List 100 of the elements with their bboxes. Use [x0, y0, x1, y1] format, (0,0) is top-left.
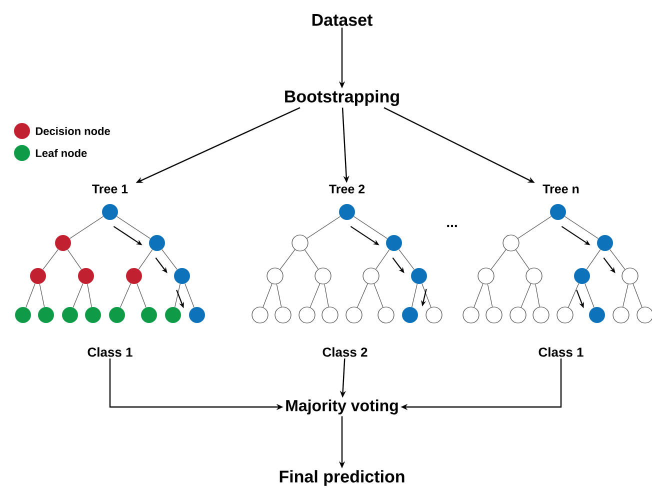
- tree-branch: [535, 284, 540, 308]
- tree-branch: [72, 283, 84, 308]
- tree-branch: [136, 283, 146, 308]
- tree-node: [411, 268, 427, 284]
- tree-branch: [357, 283, 368, 308]
- tree-node: [292, 234, 308, 252]
- tree-node: [62, 307, 78, 323]
- tree-label: Tree 1: [92, 184, 128, 194]
- tree-branch: [515, 250, 530, 270]
- tree-node: [597, 235, 613, 251]
- tree-node: [252, 306, 268, 324]
- tree-node: [426, 306, 442, 324]
- tree-node: [502, 234, 520, 252]
- tree-branch: [487, 284, 493, 308]
- tree-branch: [306, 216, 340, 239]
- tree-node: [589, 307, 605, 323]
- tree-node: [636, 306, 652, 324]
- tree-node: [362, 268, 380, 284]
- class-label: Class 2: [322, 347, 368, 357]
- tree-node: [15, 307, 31, 323]
- tree-node: [346, 306, 362, 324]
- tree-branch: [584, 283, 594, 308]
- tree-node: [78, 268, 94, 284]
- tree-node: [298, 306, 316, 324]
- legend-label: Decision node: [36, 126, 110, 136]
- tree-branch: [586, 249, 601, 270]
- tree-branch: [26, 283, 36, 308]
- tree-node: [550, 204, 566, 220]
- tree-branch: [610, 249, 626, 270]
- tree-node: [526, 268, 542, 284]
- tree-node: [386, 235, 402, 251]
- tree-node: [38, 307, 54, 323]
- step-label: Majority voting: [286, 400, 398, 414]
- tree-node: [274, 306, 292, 324]
- tree-node: [126, 268, 142, 284]
- ellipsis: ...: [447, 224, 457, 228]
- tree-branch: [67, 249, 82, 270]
- tree-branch: [518, 216, 552, 239]
- tree-branch: [622, 284, 628, 308]
- tree-node: [322, 306, 338, 324]
- tree-branch: [162, 249, 178, 270]
- tree-node: [532, 306, 550, 324]
- tree-node: [478, 268, 494, 284]
- tree-node: [574, 268, 590, 284]
- tree-node: [55, 235, 71, 251]
- tree-branch: [87, 284, 92, 308]
- class-label: Class 1: [88, 347, 132, 357]
- tree-branch: [490, 249, 506, 270]
- tree-branch: [474, 283, 484, 308]
- tree-branch: [632, 283, 642, 308]
- tree-node: [556, 306, 574, 324]
- step-label: Bootstrapping: [285, 90, 399, 106]
- tree-branch: [116, 216, 150, 239]
- tree-node: [622, 268, 638, 284]
- tree-branch: [564, 216, 598, 239]
- tree-branch: [375, 249, 390, 270]
- tree-branch: [568, 283, 580, 308]
- tree-label: Tree n: [542, 184, 579, 194]
- tree-branch: [374, 283, 384, 308]
- tree-branch: [42, 249, 58, 270]
- tree-node: [314, 268, 332, 284]
- tree-node: [402, 307, 418, 323]
- tree-branch: [520, 283, 532, 308]
- tree-branch: [422, 283, 432, 308]
- legend-label: Leaf node: [36, 148, 87, 158]
- step-label: Dataset: [312, 14, 372, 26]
- tree-branch: [174, 284, 180, 308]
- tree-node: [266, 268, 284, 284]
- tree-branch: [184, 283, 194, 308]
- tree-node: [189, 307, 205, 323]
- tree-node: [174, 268, 190, 284]
- tree-node: [30, 268, 46, 284]
- tree-node: [102, 204, 118, 220]
- tree-node: [85, 307, 101, 323]
- tree-label: Tree 2: [329, 184, 365, 194]
- tree-branch: [276, 284, 282, 308]
- tree-node: [339, 204, 355, 220]
- tree-branch: [120, 283, 132, 308]
- class-label: Class 1: [538, 347, 584, 357]
- tree-branch: [412, 284, 418, 308]
- tree-node: [462, 306, 480, 324]
- tree-branch: [324, 284, 329, 308]
- tree-branch: [39, 284, 45, 308]
- tree-node: [612, 306, 630, 324]
- tree-branch: [354, 216, 388, 239]
- tree-node: [141, 307, 157, 323]
- tree-node: [510, 306, 526, 324]
- tree-branch: [304, 250, 319, 270]
- tree-branch: [398, 249, 414, 270]
- tree-node: [109, 307, 125, 323]
- tree-branch: [310, 283, 320, 308]
- tree-branch: [262, 283, 272, 308]
- tree-node: [486, 306, 502, 324]
- tree-node: [149, 235, 165, 251]
- tree-branch: [138, 249, 153, 270]
- tree-branch: [280, 249, 296, 270]
- step-label: Final prediction: [280, 470, 404, 486]
- tree-node: [165, 307, 181, 323]
- tree-branch: [70, 216, 104, 239]
- tree-node: [378, 306, 394, 324]
